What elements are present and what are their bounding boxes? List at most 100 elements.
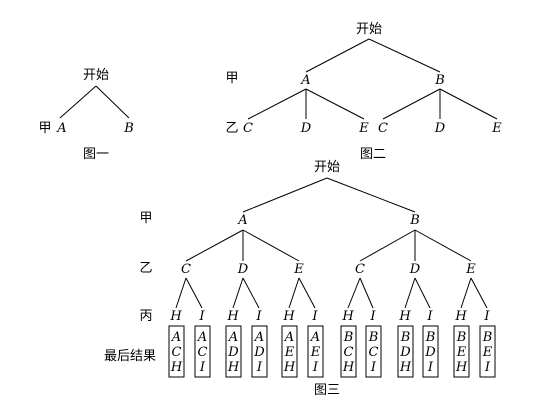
result-item: H	[342, 360, 355, 375]
result-box: B C I	[365, 325, 382, 378]
result-item: I	[427, 360, 434, 375]
result-item: A	[254, 330, 264, 345]
fig1-edge-root-b	[95, 85, 130, 119]
fig2-node-e2: E	[491, 121, 502, 136]
result-item: H	[170, 360, 183, 375]
result-item: B	[368, 330, 379, 345]
fig3-leaf-12: I	[483, 309, 490, 324]
result-item: C	[344, 345, 354, 360]
result-box: A D I	[251, 325, 268, 378]
result-box: A C I	[194, 325, 211, 378]
result-box: B E H	[453, 325, 470, 378]
fig3-edge-e1-i	[298, 277, 316, 309]
fig2-node-a: A	[300, 73, 310, 88]
result-item: I	[312, 360, 319, 375]
fig3-edge-c2-i	[359, 277, 374, 309]
figure-2: 开始 甲 A B 乙 C D E C D E 图二	[225, 22, 502, 162]
fig2-edge-b-c	[382, 88, 441, 120]
fig1-root: 开始	[83, 68, 109, 83]
fig2-level-label-jia: 甲	[225, 71, 238, 86]
fig1-edge-root-a	[59, 85, 97, 119]
fig2-caption: 图二	[360, 147, 386, 162]
fig2-level-label-yi: 乙	[225, 121, 238, 136]
fig3-leaf-1: H	[169, 309, 182, 324]
result-item: B	[425, 330, 436, 345]
fig3-level-label-jia: 甲	[139, 211, 152, 226]
result-item: E	[284, 345, 295, 360]
result-box: B E I	[479, 325, 496, 378]
fig3-edge-c2-h	[347, 277, 361, 309]
fig1-caption: 图一	[83, 147, 109, 162]
fig3-edge-b-c	[359, 229, 416, 262]
fig3-node-d1: D	[237, 262, 249, 277]
fig3-leaf-3: H	[226, 309, 239, 324]
result-item: B	[482, 330, 493, 345]
fig3-node-b: B	[409, 213, 420, 228]
fig3-edge-root-b	[326, 177, 416, 213]
fig3-leaf-8: I	[369, 309, 376, 324]
fig3-leaf-5: H	[282, 309, 295, 324]
result-item: D	[253, 345, 265, 360]
result-box: A C H	[168, 325, 185, 378]
result-box: A D H	[225, 325, 242, 378]
fig3-node-c1: C	[181, 262, 191, 277]
fig3-edge-e1-h	[288, 277, 300, 309]
fig2-edge-a-c	[247, 88, 307, 120]
result-item: C	[198, 345, 208, 360]
result-item: D	[424, 345, 436, 360]
result-box: A E H	[281, 325, 298, 378]
result-item: E	[456, 345, 467, 360]
result-box: B D H	[397, 325, 414, 378]
fig2-edge-root-a	[305, 38, 370, 73]
fig2-node-d2: D	[434, 121, 446, 136]
fig3-edge-a-c	[185, 229, 244, 262]
fig3-level-label-yi: 乙	[139, 261, 152, 276]
fig3-edge-c1-i	[185, 277, 203, 309]
fig1-node-b: B	[123, 121, 134, 136]
fig2-node-d1: D	[300, 121, 312, 136]
fig2-node-b: B	[434, 73, 445, 88]
fig3-edge-root-a	[242, 177, 328, 213]
fig1-level-label-jia: 甲	[38, 121, 51, 136]
result-item: B	[400, 330, 411, 345]
fig3-root: 开始	[314, 160, 340, 175]
fig2-edge-a-e	[305, 88, 365, 120]
fig3-edge-c1-h	[175, 277, 187, 309]
fig3-node-e2: E	[465, 262, 476, 277]
fig2-node-c2: C	[378, 121, 388, 136]
result-item: A	[310, 330, 320, 345]
result-item: A	[284, 330, 294, 345]
result-item: H	[455, 360, 468, 375]
fig3-leaf-7: H	[341, 309, 354, 324]
fig3-edge-d2-i	[414, 277, 431, 309]
result-box: B D I	[422, 325, 439, 378]
result-item: H	[227, 360, 240, 375]
fig3-edge-d1-h	[232, 277, 244, 309]
fig3-edge-e2-h	[460, 277, 472, 309]
result-item: A	[171, 330, 181, 345]
result-item: I	[370, 360, 377, 375]
result-item: I	[256, 360, 263, 375]
result-box: A E I	[307, 325, 324, 378]
fig3-edge-d1-i	[242, 277, 260, 309]
result-item: E	[310, 345, 321, 360]
fig3-leaf-2: I	[198, 309, 205, 324]
fig3-edge-d2-h	[404, 277, 416, 309]
fig3-node-a: A	[237, 213, 247, 228]
fig3-caption: 图三	[314, 383, 340, 398]
fig3-node-e1: E	[293, 262, 304, 277]
fig1-node-a: A	[56, 121, 66, 136]
result-item: H	[399, 360, 412, 375]
result-item: D	[227, 345, 239, 360]
fig3-leaf-10: I	[426, 309, 433, 324]
result-box: B C H	[340, 325, 357, 378]
result-item: E	[482, 345, 493, 360]
fig3-leaf-9: H	[398, 309, 411, 324]
fig3-edge-e2-i	[470, 277, 488, 309]
result-item: I	[199, 360, 206, 375]
result-item: I	[484, 360, 491, 375]
fig3-node-d2: D	[409, 262, 421, 277]
fig3-node-c2: C	[355, 262, 365, 277]
fig2-edge-b-e	[439, 88, 498, 120]
